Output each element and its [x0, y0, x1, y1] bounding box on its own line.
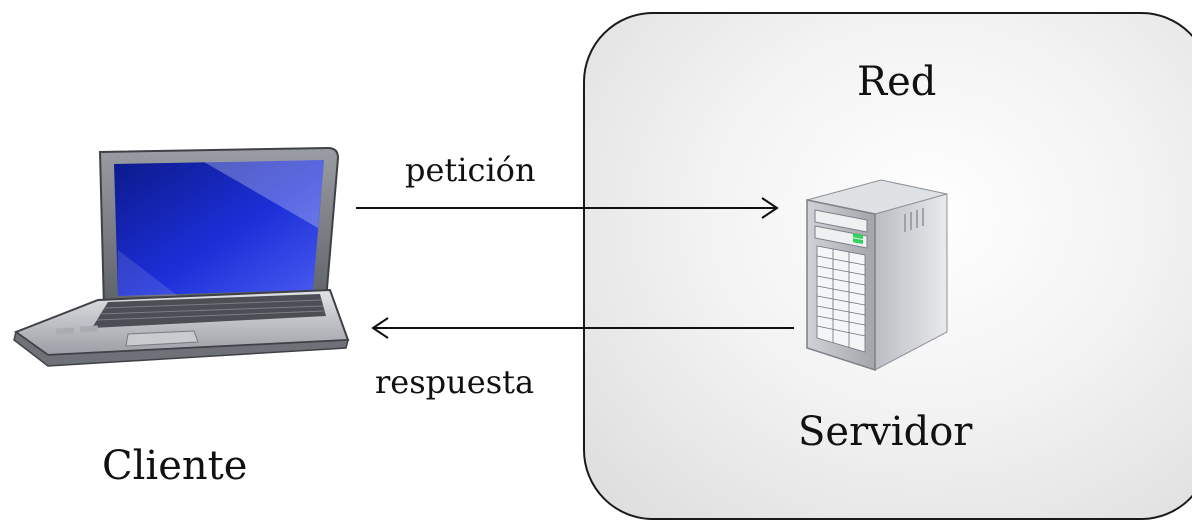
- laptop-icon: [13, 146, 350, 367]
- request-arrow: [356, 197, 779, 219]
- server-label: Servidor: [798, 409, 973, 455]
- response-label: respuesta: [375, 363, 535, 401]
- response-arrow: [371, 317, 794, 339]
- client-label: Cliente: [102, 443, 248, 489]
- request-label: petición: [405, 151, 536, 189]
- server-tower-icon: [806, 179, 948, 372]
- network-label: Red: [857, 59, 937, 105]
